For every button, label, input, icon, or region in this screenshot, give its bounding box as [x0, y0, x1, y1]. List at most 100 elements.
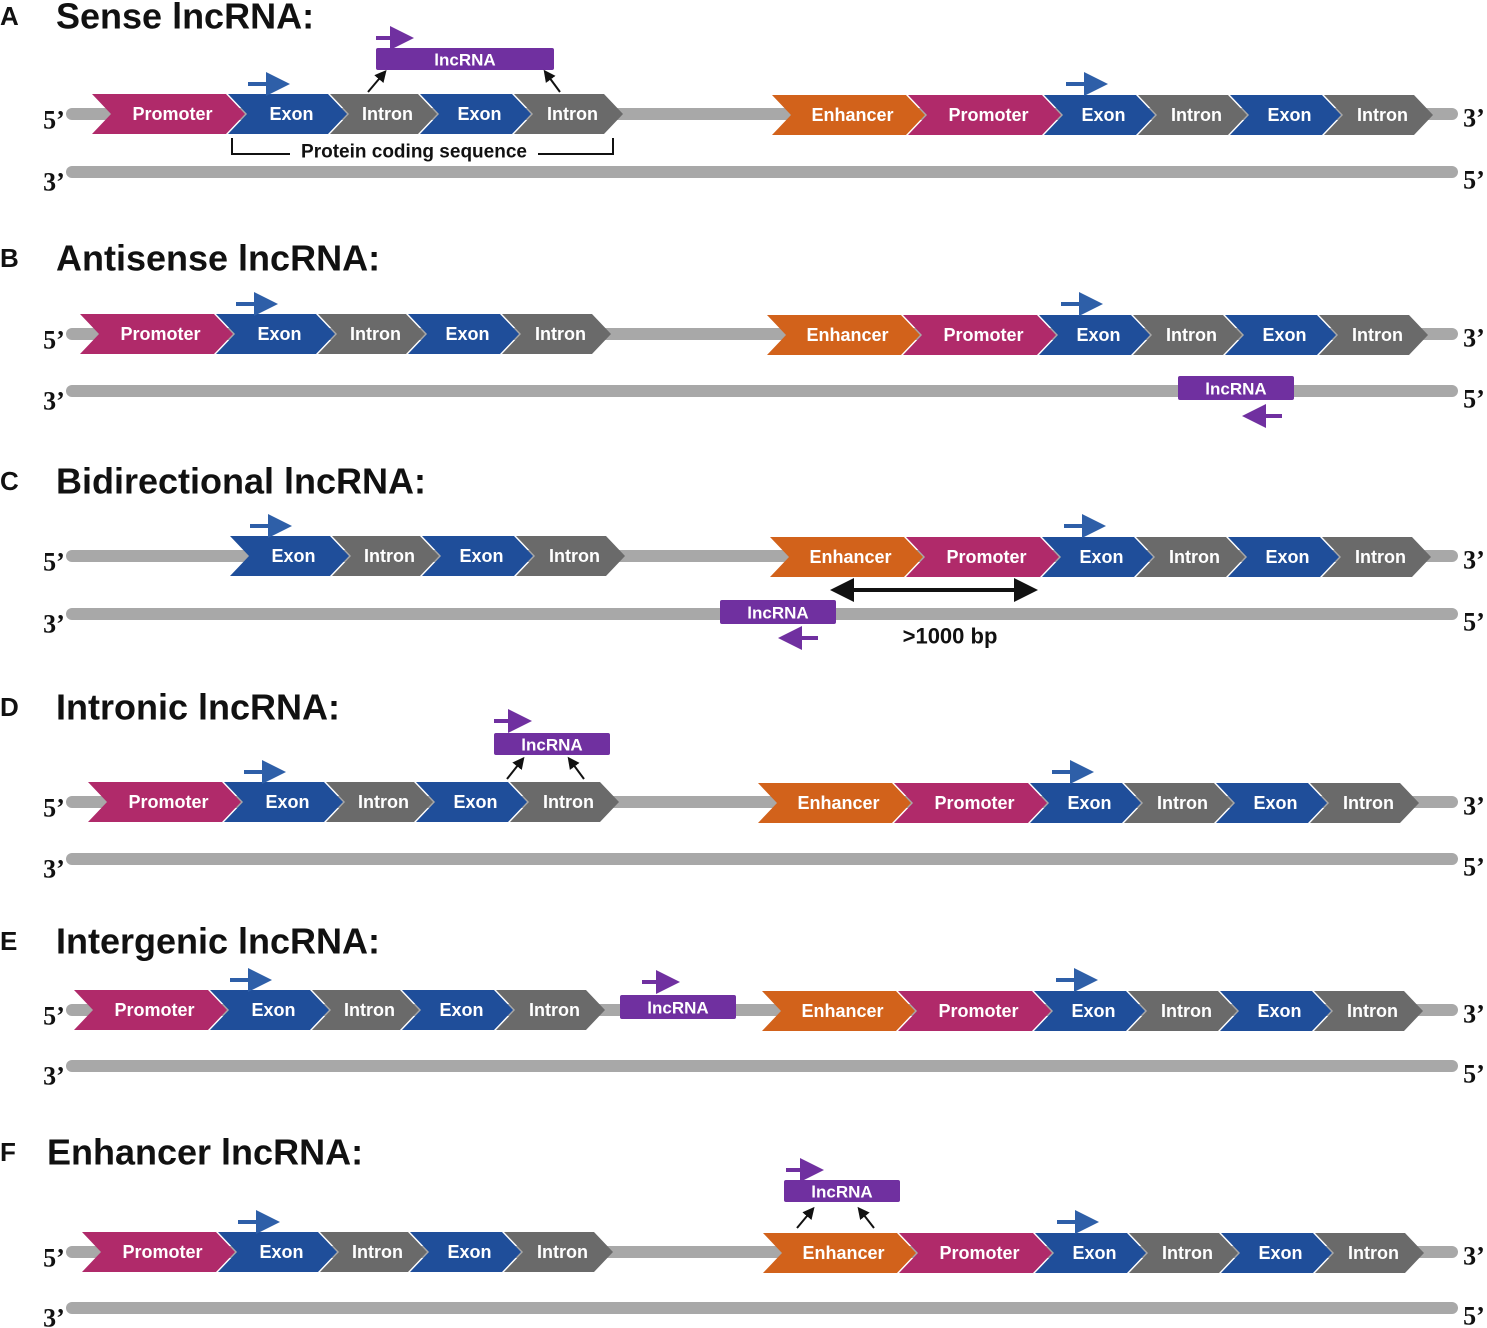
- three-prime-left: 3’: [43, 610, 65, 639]
- gene1-intron-2-label: Intron: [352, 1242, 403, 1262]
- gene2-exon-4-label: Exon: [1265, 547, 1309, 567]
- three-prime-left: 3’: [43, 387, 65, 416]
- gene1-intron-4: [514, 94, 623, 134]
- lncrna-box: [376, 48, 554, 70]
- gene1-exon-3-label: Exon: [453, 792, 497, 812]
- gene1-intron-2: [312, 990, 419, 1030]
- protein-coding-label: Protein coding sequence: [301, 142, 527, 163]
- lncrna-box: [720, 600, 836, 624]
- gene1-exon-3-label: Exon: [445, 324, 489, 344]
- gene1-exon-0-label: Exon: [271, 546, 315, 566]
- gene1-intron-4-label: Intron: [535, 324, 586, 344]
- three-prime-right: 3’: [1463, 792, 1485, 821]
- gene2-promoter-1-label: Promoter: [943, 325, 1023, 345]
- gene2-enhancer-0-label: Enhancer: [802, 1243, 884, 1263]
- lncrna-box: [784, 1180, 900, 1202]
- gene2-exon-4: [1221, 1233, 1332, 1273]
- panel-letter: F: [0, 1137, 16, 1167]
- three-prime-right: 3’: [1463, 1000, 1485, 1029]
- gene1-promoter-0-label: Promoter: [120, 324, 200, 344]
- three-prime-left: 3’: [43, 855, 65, 884]
- gene1-promoter-0: [82, 1232, 235, 1272]
- gene2-enhancer-0-label: Enhancer: [801, 1001, 883, 1021]
- gene1-intron-2-label: Intron: [344, 1000, 395, 1020]
- three-prime-right: 3’: [1463, 546, 1485, 575]
- gene1-promoter-0: [80, 314, 233, 354]
- gene2-intron-3-label: Intron: [1157, 793, 1208, 813]
- gene1-intron-2: [330, 94, 437, 134]
- gene2-intron-5-label: Intron: [1343, 793, 1394, 813]
- gene2-intron-3: [1136, 537, 1245, 577]
- gene2-intron-5: [1322, 537, 1431, 577]
- three-prime-left: 3’: [43, 168, 65, 197]
- gene2-intron-5-label: Intron: [1357, 105, 1408, 125]
- gene1-promoter-0: [74, 990, 227, 1030]
- gene2-promoter-1-label: Promoter: [934, 793, 1014, 813]
- gene2-exon-4-label: Exon: [1257, 1001, 1301, 1021]
- gene1-intron-1-label: Intron: [364, 546, 415, 566]
- panel-letter: D: [0, 692, 19, 722]
- gene2-enhancer-0: [758, 783, 911, 823]
- gene2-exon-4-label: Exon: [1262, 325, 1306, 345]
- panel-title: Intronic lncRNA:: [56, 687, 340, 728]
- three-prime-left: 3’: [43, 1062, 65, 1091]
- gene1-intron-2: [320, 1232, 427, 1272]
- gene2-exon-4-label: Exon: [1258, 1243, 1302, 1263]
- gene2-exon-2: [1039, 315, 1150, 355]
- gene2-intron-3-label: Intron: [1161, 1001, 1212, 1021]
- gene1-exon-3: [402, 990, 513, 1030]
- gene2-intron-3-label: Intron: [1171, 105, 1222, 125]
- gene1-intron-4-label: Intron: [537, 1242, 588, 1262]
- gene1-exon-1-label: Exon: [265, 792, 309, 812]
- five-prime-left: 5’: [43, 326, 65, 355]
- gene1-exon-3: [408, 314, 519, 354]
- gene2-intron-3: [1138, 95, 1247, 135]
- lncrna-box-label: lncRNA: [1205, 380, 1266, 399]
- gene2-exon-2-label: Exon: [1071, 1001, 1115, 1021]
- gene1-exon-1-label: Exon: [251, 1000, 295, 1020]
- gene2-intron-5-label: Intron: [1355, 547, 1406, 567]
- gene2-exon-2-label: Exon: [1076, 325, 1120, 345]
- gene2-exon-4-label: Exon: [1267, 105, 1311, 125]
- gene1-intron-4: [502, 314, 611, 354]
- lncrna-box: [1178, 376, 1294, 400]
- lncrna-origin-arrow-right: [857, 1206, 875, 1229]
- gene2-intron-3: [1128, 991, 1237, 1031]
- five-prime-left: 5’: [43, 1244, 65, 1273]
- gene2-intron-3: [1124, 783, 1233, 823]
- gene2-exon-4: [1220, 991, 1331, 1031]
- five-prime-left: 5’: [43, 106, 65, 135]
- panel-letter: E: [0, 926, 17, 956]
- three-prime-right: 3’: [1463, 104, 1485, 133]
- lncrna-box-label: lncRNA: [647, 999, 708, 1018]
- gene1-exon-3-label: Exon: [457, 104, 501, 124]
- gene2-intron-3-label: Intron: [1162, 1243, 1213, 1263]
- panel-title: Intergenic lncRNA:: [56, 921, 380, 962]
- gene2-exon-2-label: Exon: [1079, 547, 1123, 567]
- gene2-enhancer-0-label: Enhancer: [806, 325, 888, 345]
- panel-title: Bidirectional lncRNA:: [56, 461, 426, 502]
- gene2-promoter-1-label: Promoter: [948, 105, 1028, 125]
- gene1-exon-3-label: Exon: [447, 1242, 491, 1262]
- gene1-exon-1: [224, 782, 343, 822]
- gene1-intron-2: [318, 314, 425, 354]
- gene1-exon-3: [410, 1232, 521, 1272]
- lncrna-origin-arrow-right: [567, 756, 585, 780]
- gene2-intron-3: [1133, 315, 1242, 355]
- gene1-promoter-0-label: Promoter: [114, 1000, 194, 1020]
- lncrna-box: [494, 733, 610, 755]
- gene1-exon-1: [210, 990, 329, 1030]
- gene1-intron-2-label: Intron: [358, 792, 409, 812]
- gene1-intron-1: [332, 536, 439, 576]
- gene2-exon-2-label: Exon: [1072, 1243, 1116, 1263]
- gene2-enhancer-0: [762, 991, 915, 1031]
- gene1-exon-1-label: Exon: [269, 104, 313, 124]
- panel-letter: A: [0, 1, 19, 31]
- lncrna-box-label: lncRNA: [747, 604, 808, 623]
- gene1-exon-2: [422, 536, 533, 576]
